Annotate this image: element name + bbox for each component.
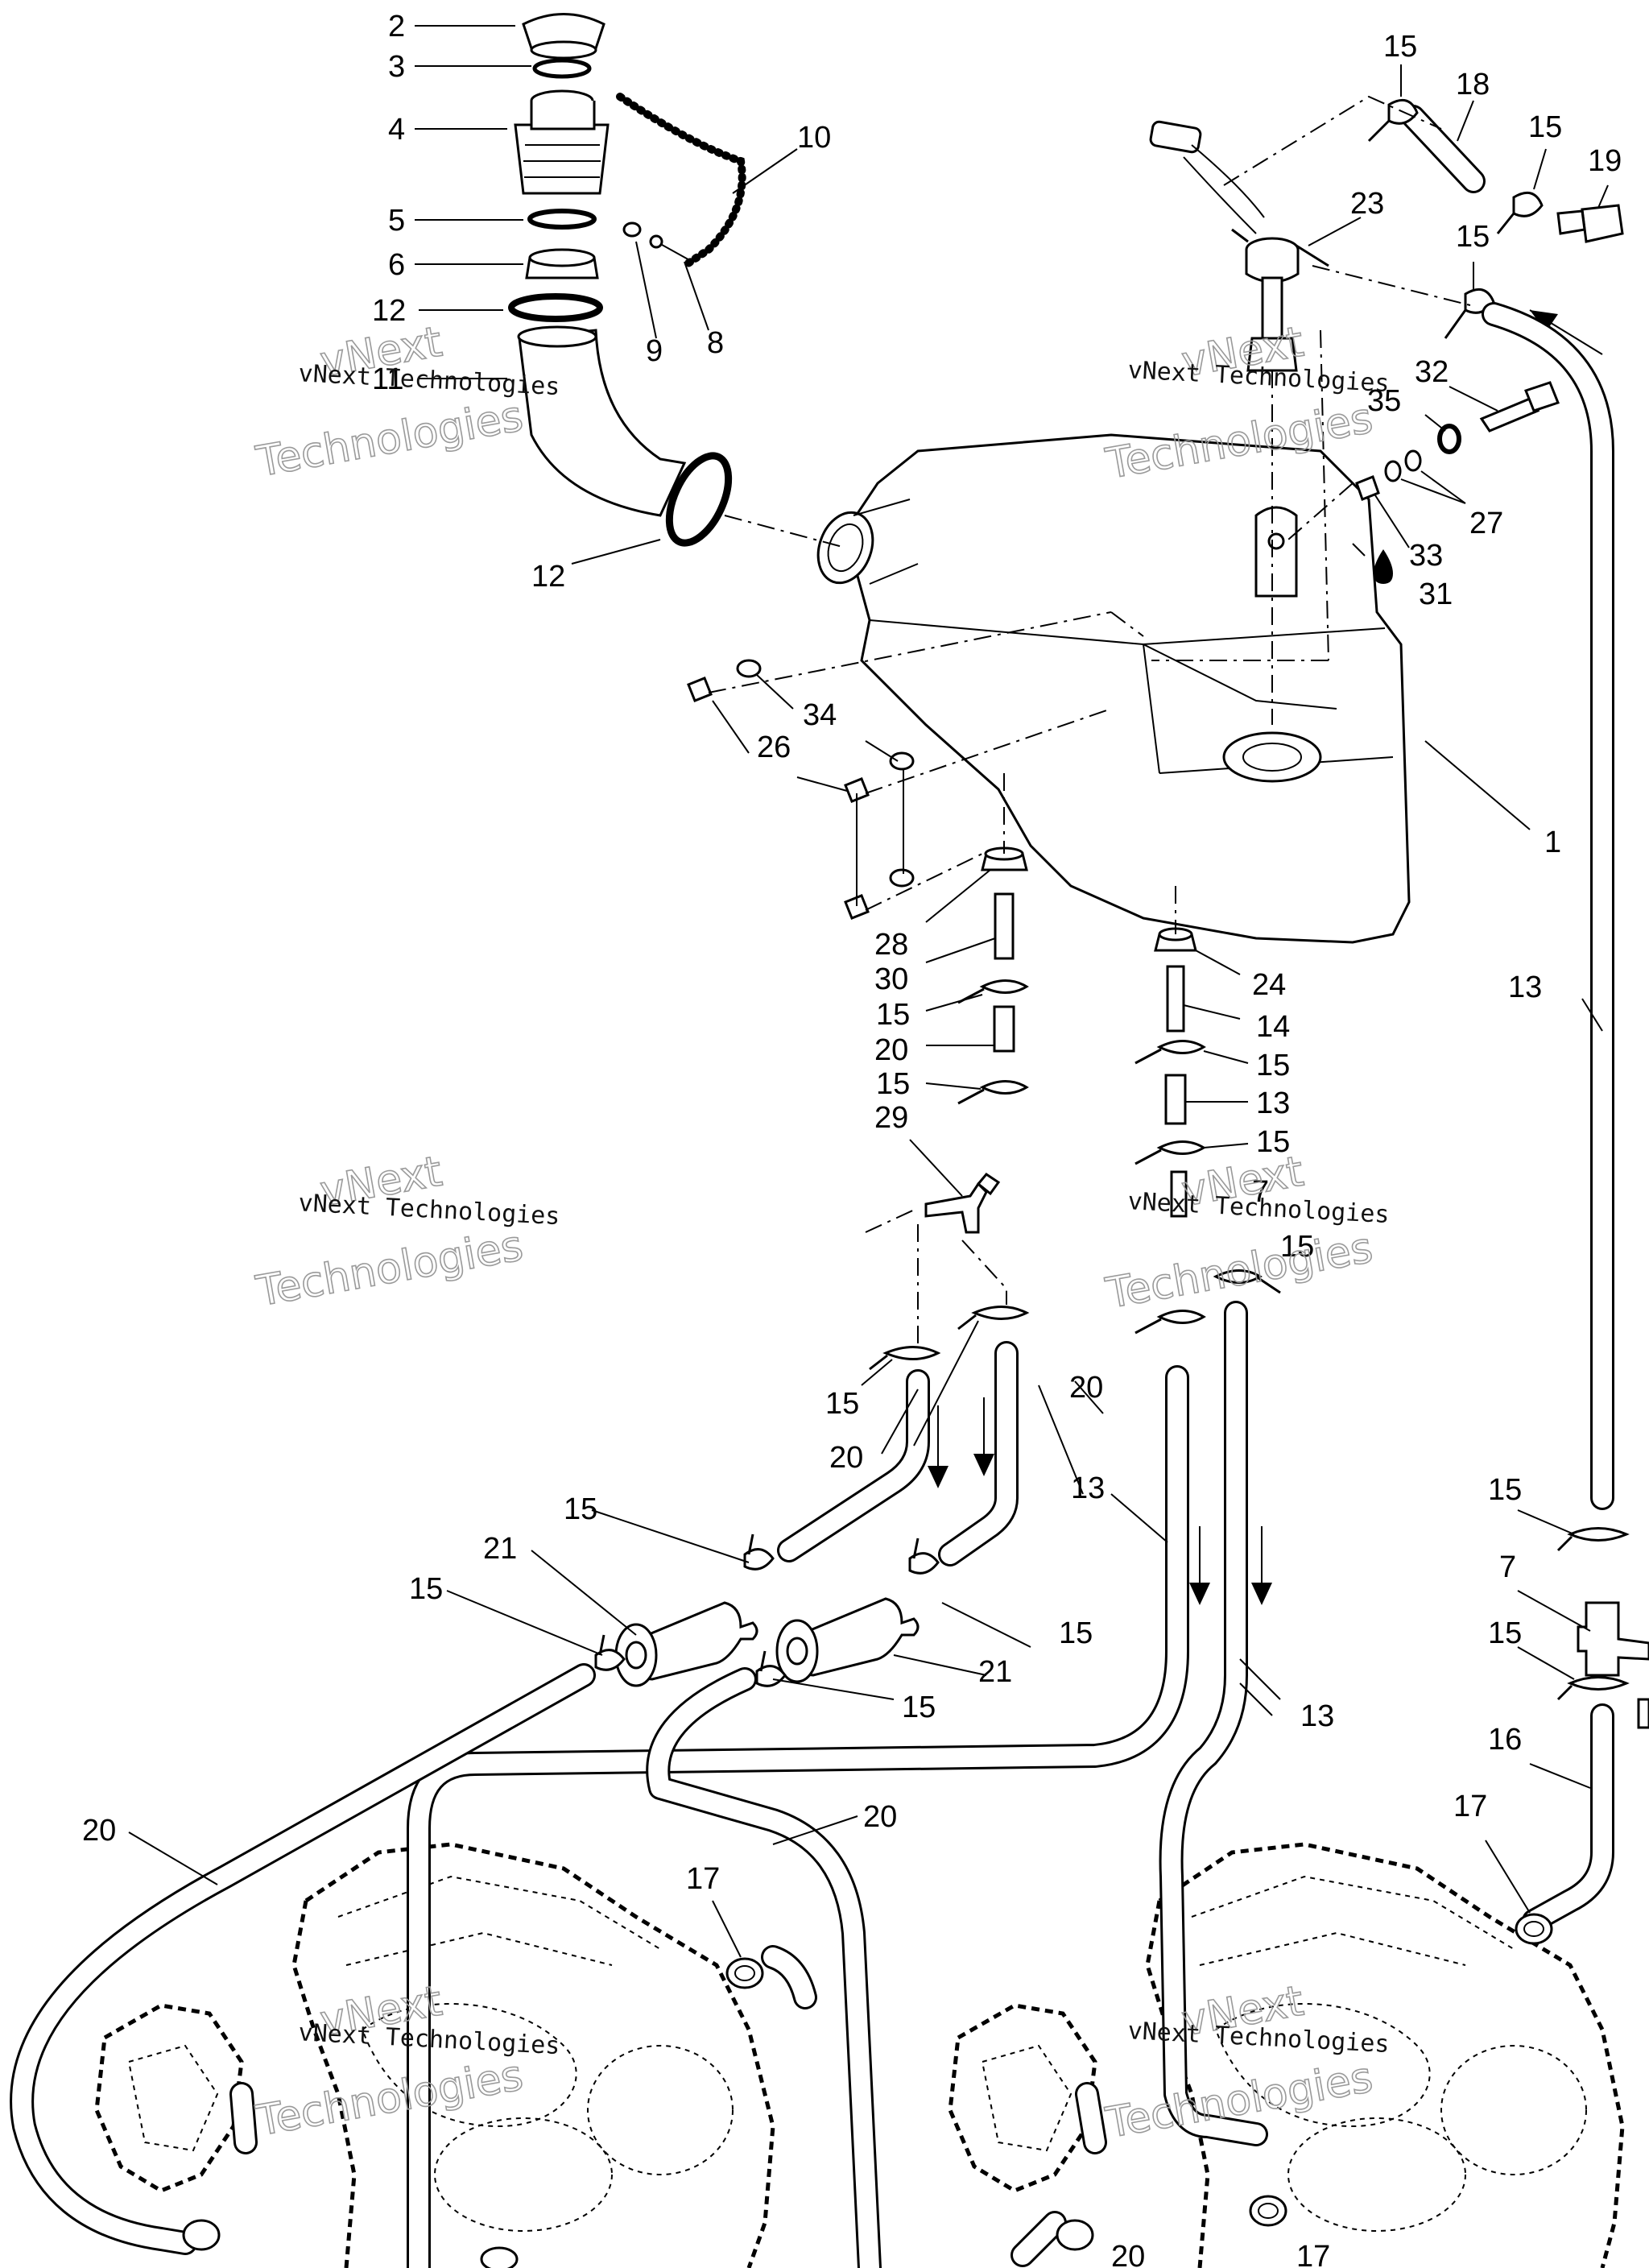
callout-20-a: 20 [874, 1033, 908, 1067]
callout-4: 4 [388, 113, 405, 147]
callout-15-k: 15 [409, 1572, 443, 1606]
right-engine-block [948, 1842, 1625, 2268]
callout-20-f: 20 [1111, 2240, 1145, 2268]
fuel-lines [10, 302, 1614, 2268]
callout-5: 5 [388, 204, 405, 238]
callout-15-n: 15 [1488, 1473, 1522, 1507]
callout-20-d: 20 [82, 1814, 116, 1848]
fuel-filter-left [614, 1601, 758, 1687]
callout-15-o: 15 [1488, 1616, 1522, 1650]
watermark-large: Technologies [253, 1222, 527, 1316]
callout-7-b: 7 [1499, 1550, 1516, 1584]
callout-9: 9 [646, 334, 663, 368]
callout-17-c: 17 [1296, 2240, 1330, 2268]
callout-16: 16 [1488, 1723, 1522, 1757]
callout-19: 19 [1588, 144, 1622, 178]
callout-13-d: 13 [1300, 1699, 1334, 1733]
watermark-text: vNext Technologies [298, 359, 560, 401]
right-tee-fitting [1556, 1527, 1649, 1729]
callout-24: 24 [1252, 968, 1286, 1002]
callout-13-a: 13 [1256, 1086, 1290, 1120]
callout-15-h: 15 [1280, 1230, 1314, 1264]
watermark-large: Technologies [253, 392, 527, 486]
callout-30: 30 [874, 962, 908, 996]
flow-arrows [928, 1397, 1272, 1605]
callout-14: 14 [1256, 1010, 1290, 1044]
callout-12-top: 12 [372, 294, 406, 328]
callout-17-b: 17 [1453, 1790, 1487, 1823]
callout-15-d: 15 [876, 998, 910, 1032]
watermark-text: vNext Technologies [298, 1189, 560, 1231]
fuel-tank [816, 433, 1411, 944]
assembly-centerlines [708, 95, 1474, 1345]
callout-13-b: 13 [1508, 971, 1542, 1004]
right-outlet-fittings [1134, 927, 1281, 1335]
callout-21-a: 21 [483, 1532, 517, 1566]
callout-17-a: 17 [686, 1862, 720, 1896]
callout-23: 23 [1350, 187, 1384, 221]
callout-33: 33 [1409, 539, 1443, 573]
callout-10: 10 [797, 121, 831, 155]
callout-18: 18 [1456, 68, 1490, 101]
callout-8: 8 [707, 326, 724, 360]
left-engine-block [94, 1842, 775, 2268]
callout-2: 2 [388, 10, 405, 43]
callout-15-g: 15 [1256, 1125, 1290, 1159]
vent-valve-assembly [1149, 98, 1624, 584]
callout-15-b: 15 [1528, 110, 1562, 144]
callout-leaders [128, 25, 1609, 1958]
fuel-filters [594, 1306, 1030, 1687]
watermark-text: vNext Technologies [1127, 1187, 1390, 1229]
callout-20-c: 20 [1069, 1371, 1103, 1405]
left-outlet-fittings [924, 846, 1029, 1234]
callout-15-m: 15 [902, 1691, 936, 1724]
callout-labels: 2 3 4 5 6 12 11 12 10 9 8 15 18 15 19 23… [82, 10, 1622, 2268]
callout-12-lower: 12 [531, 560, 565, 594]
tank-mount-hardware [687, 659, 915, 920]
watermark-text: vNext Technologies [1127, 356, 1390, 398]
callout-3: 3 [388, 50, 405, 84]
callout-7-a: 7 [1252, 1175, 1269, 1209]
callout-27: 27 [1469, 507, 1503, 540]
callout-1: 1 [1544, 826, 1561, 859]
callout-21-b: 21 [978, 1655, 1012, 1689]
callout-15-f: 15 [1256, 1049, 1290, 1082]
hose-clamps-17 [182, 1913, 1553, 2268]
callout-15-j: 15 [564, 1492, 597, 1526]
callout-11: 11 [372, 362, 403, 396]
callout-29: 29 [874, 1101, 908, 1135]
callout-32: 32 [1415, 355, 1449, 389]
callout-20-b: 20 [829, 1441, 863, 1475]
callout-15-e: 15 [876, 1067, 910, 1101]
callout-20-e: 20 [863, 1800, 897, 1834]
callout-15-c: 15 [1456, 220, 1490, 254]
callout-6: 6 [388, 248, 405, 282]
callout-15-i: 15 [825, 1387, 859, 1421]
callout-15-l: 15 [1059, 1616, 1093, 1650]
callout-26: 26 [757, 730, 791, 764]
callout-28: 28 [874, 928, 908, 962]
watermark-large: Technologies [253, 2051, 527, 2146]
callout-34: 34 [803, 698, 837, 732]
callout-13-c: 13 [1071, 1471, 1105, 1505]
filler-cap-assembly [508, 13, 746, 547]
callout-35: 35 [1367, 384, 1401, 418]
fuel-filter-right [775, 1597, 920, 1683]
callout-31: 31 [1419, 577, 1453, 611]
callout-15-a: 15 [1383, 30, 1417, 64]
